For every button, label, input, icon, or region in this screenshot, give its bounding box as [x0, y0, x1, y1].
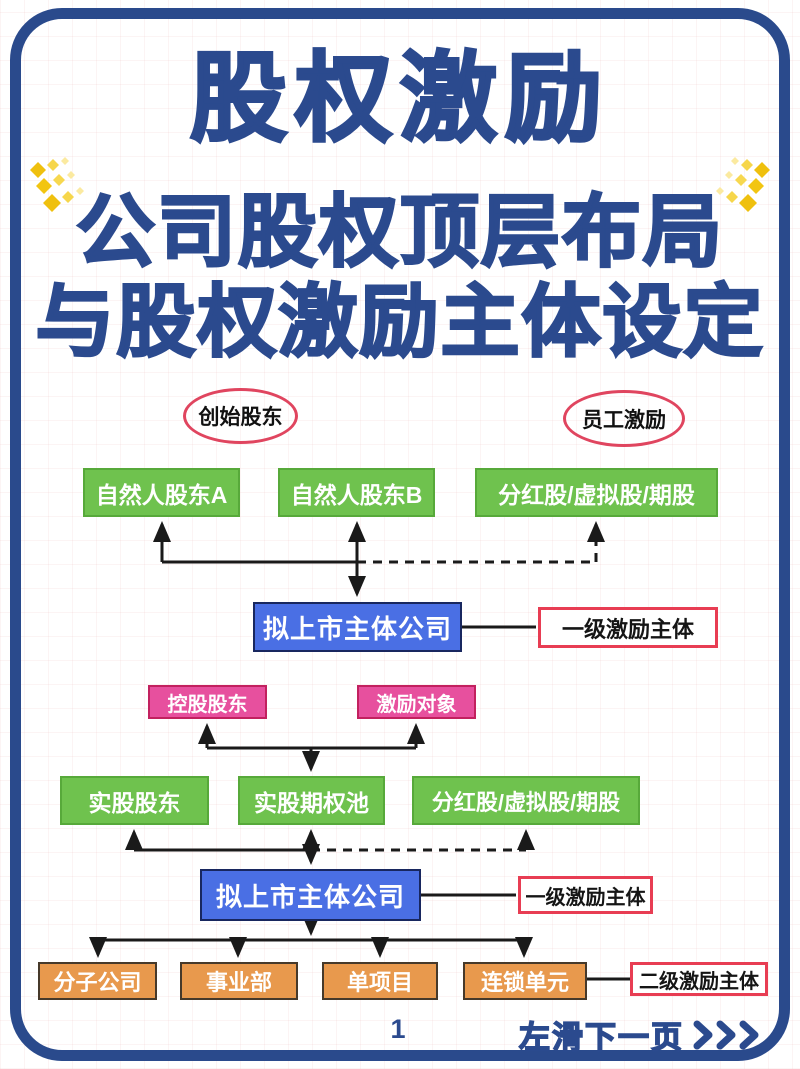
diamond-decoration-right [716, 157, 770, 212]
flowchart-connectors [89, 521, 630, 981]
page-number: 1 [390, 1014, 406, 1044]
node-chain-unit: 连锁单元 [463, 962, 587, 1000]
subtitle-line-2: 与股权激励主体设定 [34, 277, 765, 366]
node-listing-company-2: 拟上市主体公司 [200, 869, 421, 921]
page-title: 股权激励 [189, 44, 610, 153]
next-page-control[interactable]: 左滑下一页 [518, 1012, 764, 1057]
node-single-project: 单项目 [322, 962, 438, 1000]
diamond-decoration-left [30, 157, 84, 212]
node-incentive-shares-2: 分红股/虚拟股/期股 [412, 776, 640, 825]
node-shareholder-b: 自然人股东B [278, 468, 435, 517]
triple-chevron-icon [693, 1020, 759, 1049]
next-page-hint-text: 左滑下一页 [518, 1019, 684, 1056]
node-real-shareholders: 实股股东 [60, 776, 209, 825]
node-option-pool: 实股期权池 [238, 776, 385, 825]
founders-oval: 创始股东 [183, 388, 298, 444]
level1-incentive-label-2: 一级激励主体 [518, 876, 653, 914]
node-shareholder-a: 自然人股东A [83, 468, 240, 517]
employee-incentive-oval: 员工激励 [563, 390, 685, 447]
subtitle-line-1: 公司股权顶层布局 [75, 187, 724, 276]
section1-connectors [153, 521, 605, 629]
node-subsidiary: 分子公司 [38, 962, 157, 1000]
node-listing-company-1: 拟上市主体公司 [253, 602, 462, 652]
section2-connectors [89, 723, 630, 981]
level2-incentive-label: 二级激励主体 [630, 962, 768, 996]
node-incentive-targets: 激励对象 [357, 685, 476, 719]
node-incentive-shares-1: 分红股/虚拟股/期股 [475, 468, 718, 517]
level1-incentive-label-1: 一级激励主体 [538, 607, 718, 648]
node-business-unit: 事业部 [180, 962, 298, 1000]
node-controlling-shareholder: 控股股东 [148, 685, 267, 719]
